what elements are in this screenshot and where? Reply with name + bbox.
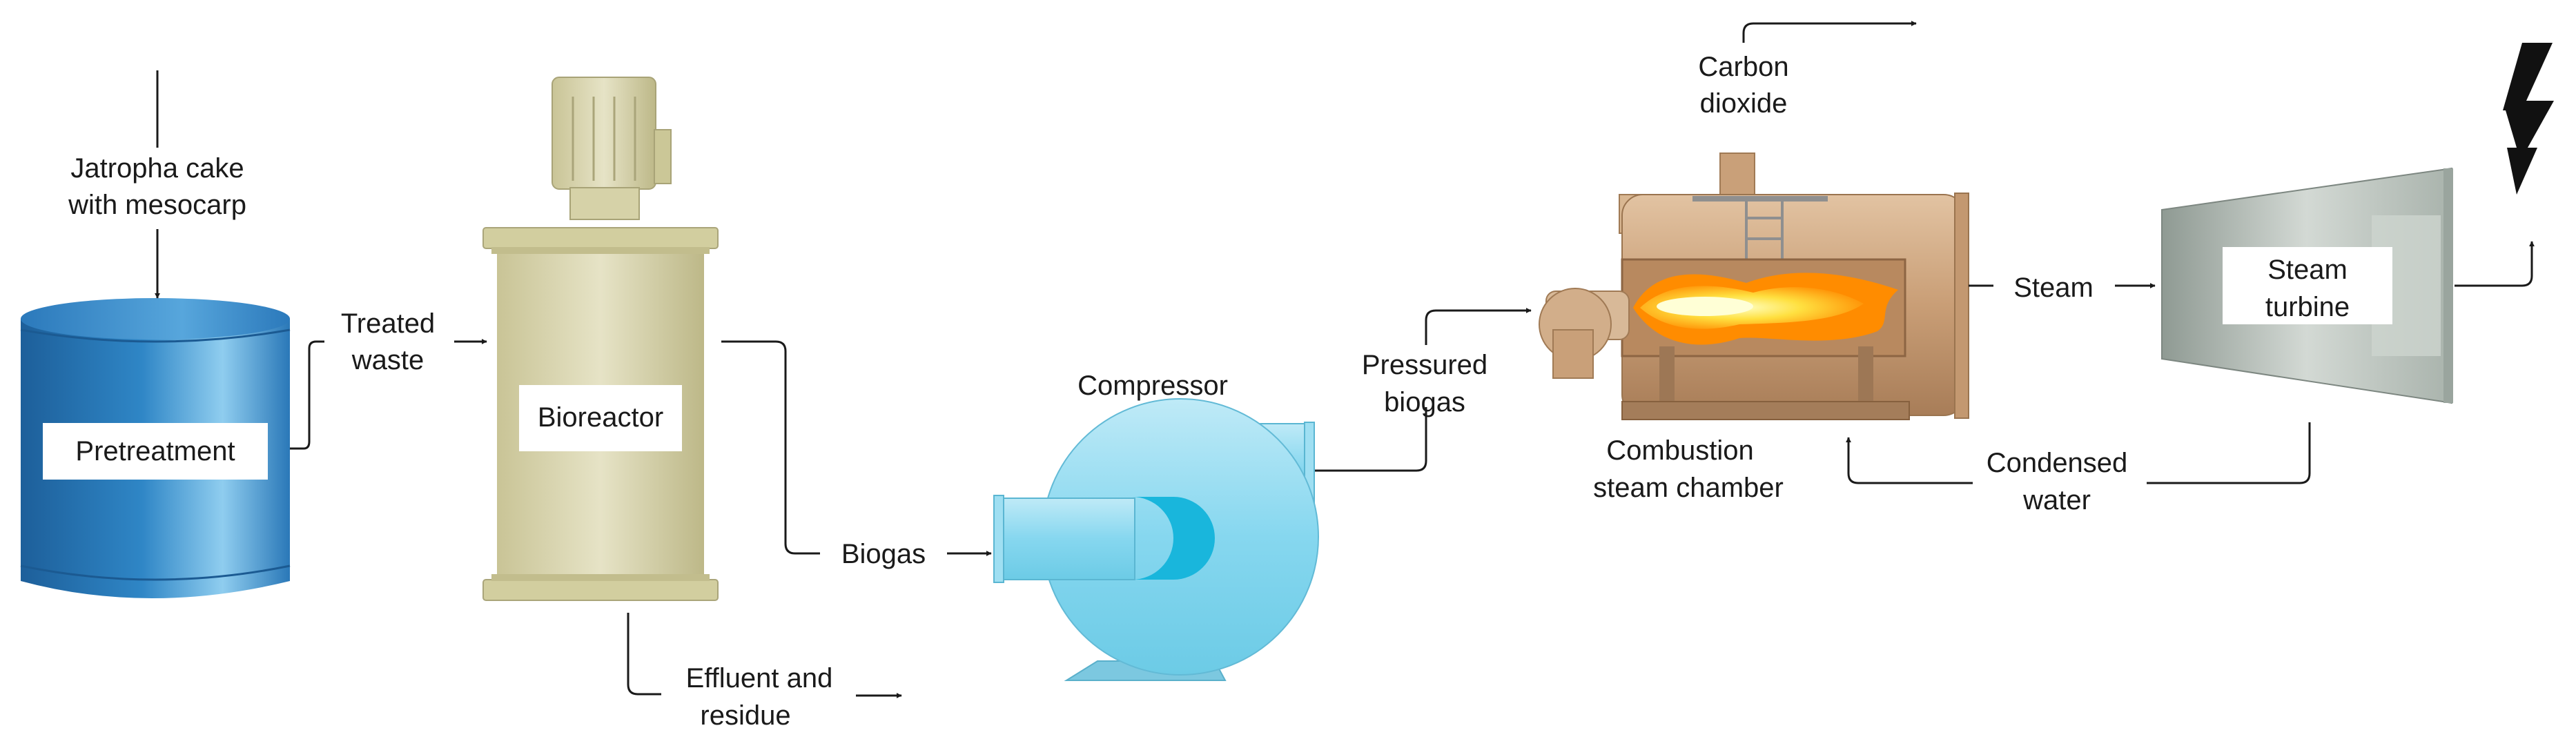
effluent-label-line2: residue bbox=[700, 700, 790, 731]
pressured-biogas-line bbox=[1315, 407, 1427, 472]
feed-label-line2: with mesocarp bbox=[68, 190, 246, 220]
lightning-bolt-icon bbox=[2503, 43, 2554, 195]
bioreactor-label: Bioreactor bbox=[538, 402, 663, 433]
pressured-biogas-arrow bbox=[1425, 308, 1532, 345]
power-arrow bbox=[2455, 241, 2535, 287]
pretreatment-tank: Pretreatment bbox=[20, 298, 291, 598]
steam-label: Steam bbox=[2013, 273, 2094, 303]
pressured-label-line2: biogas bbox=[1384, 387, 1465, 417]
bioreactor-vessel: Bioreactor bbox=[482, 77, 719, 601]
combustion-label-line1: Combustion bbox=[1606, 435, 1753, 466]
pretreatment-label-box bbox=[43, 423, 268, 480]
treated-waste-line bbox=[290, 340, 324, 450]
co2-arrow bbox=[1742, 21, 1917, 43]
condensed-water-line bbox=[2147, 422, 2311, 484]
steam-turbine: Steam turbine bbox=[2161, 167, 2453, 404]
effluent-label-line1: Effluent and bbox=[686, 663, 833, 693]
effluent-line bbox=[627, 613, 661, 696]
pressured-label-line1: Pressured bbox=[1362, 350, 1487, 380]
condensed-water-arrow bbox=[1846, 437, 1973, 484]
turbine-label-box bbox=[2223, 247, 2392, 324]
pretreatment-label: Pretreatment bbox=[75, 436, 235, 466]
condensed-label-line1: Condensed bbox=[1987, 448, 2128, 478]
turbine-label-line2: turbine bbox=[2265, 292, 2350, 322]
combustion-steam-chamber bbox=[1539, 152, 1969, 420]
combustion-label-line2: steam chamber bbox=[1593, 473, 1784, 503]
turbine-label-line1: Steam bbox=[2267, 255, 2348, 285]
bioreactor-label-box bbox=[519, 385, 682, 451]
biogas-label: Biogas bbox=[841, 539, 926, 569]
co2-label-line1: Carbon bbox=[1698, 52, 1788, 82]
treated-label-line1: Treated bbox=[341, 308, 435, 339]
condensed-label-line2: water bbox=[2022, 485, 2091, 515]
treated-label-line2: waste bbox=[351, 345, 425, 375]
compressor-label: Compressor bbox=[1077, 371, 1228, 401]
co2-label-line2: dioxide bbox=[1700, 88, 1788, 119]
biogas-line bbox=[721, 340, 820, 555]
compressor-unit bbox=[993, 398, 1319, 681]
feed-label-line1: Jatropha cake bbox=[70, 153, 244, 184]
